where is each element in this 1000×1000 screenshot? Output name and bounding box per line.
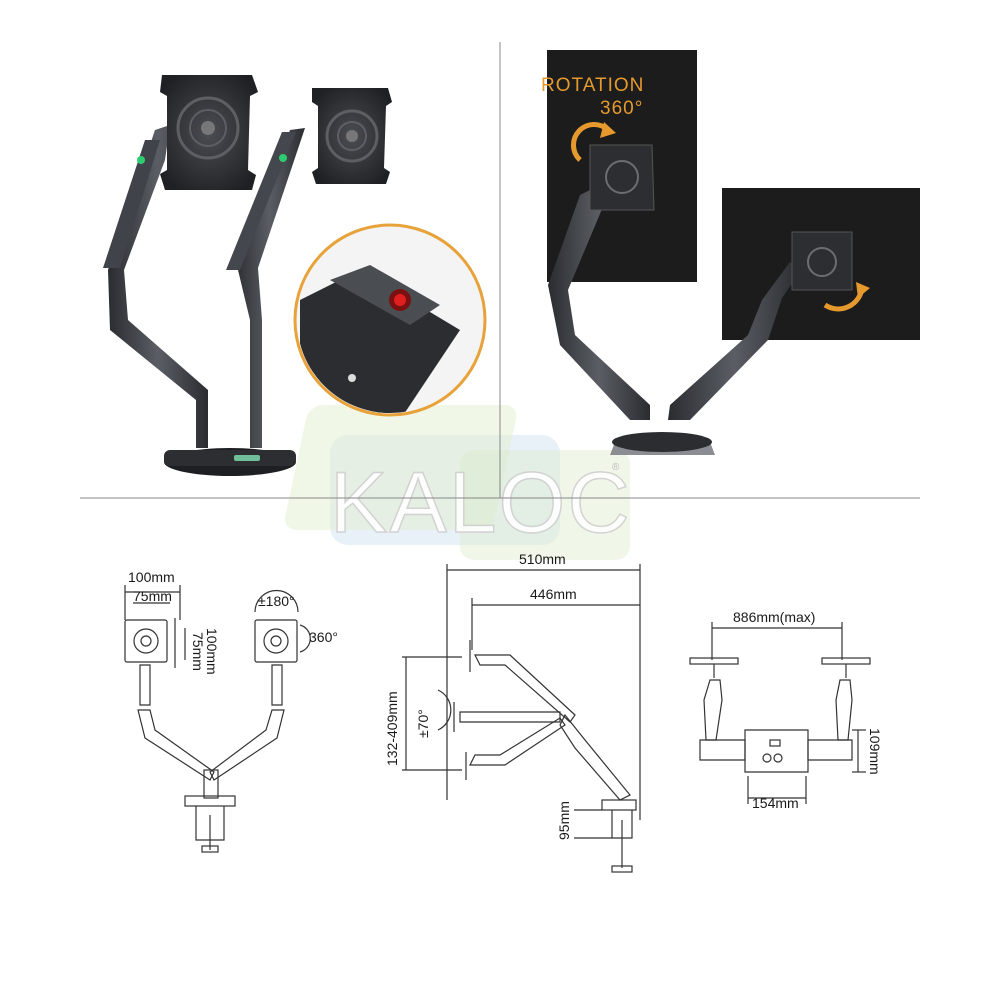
rotation-range: 360° — [309, 629, 338, 645]
tilt-range: ±180° — [258, 593, 295, 609]
total-reach: 510mm — [519, 551, 566, 567]
vesa-width-outer: 100mm — [128, 569, 175, 585]
height-range: 132-409mm — [384, 691, 400, 766]
tilt-range-side: ±70° — [415, 709, 431, 738]
vesa-width-inner: 75mm — [133, 588, 172, 604]
base-width: 154mm — [752, 795, 799, 811]
watermark-brand: KALOC — [330, 455, 632, 551]
rotation-degrees: 360° — [600, 98, 643, 119]
arm-reach: 446mm — [530, 586, 577, 602]
rotation-label: ROTATION — [541, 75, 644, 96]
vesa-height-outer: 100mm — [204, 628, 220, 675]
max-span: 886mm(max) — [733, 609, 815, 625]
clamp-height: 95mm — [556, 801, 572, 840]
base-depth: 109mm — [867, 728, 883, 775]
watermark-registered-mark: ® — [612, 462, 620, 473]
vesa-height-inner: 75mm — [190, 632, 206, 671]
